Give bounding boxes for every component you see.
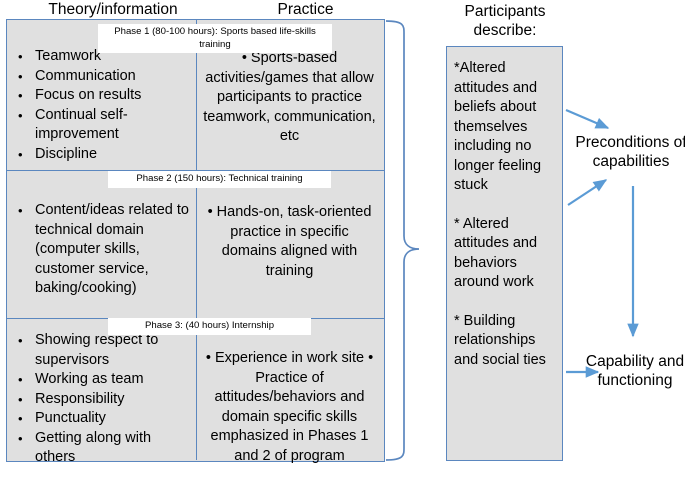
phase-3-practice-cell: • Experience in work site • Practice of … (197, 349, 384, 466)
list-item: Working as team (11, 370, 190, 390)
participant-theme-3: * Building relationships and social ties (454, 312, 546, 368)
phase-row-3: Showing respect to supervisors Working a… (7, 319, 384, 465)
phase-3-practice-text: • Experience in work site • Practice of … (205, 350, 374, 464)
phase-1-practice-cell: • Sports-based activities/games that all… (197, 49, 384, 147)
phase-3-theory-cell: Showing respect to supervisors Working a… (7, 331, 196, 468)
phase-2-theory-cell: Content/ideas related to technical domai… (7, 201, 196, 299)
phase-1-theory-list: Teamwork Communication Focus on results … (11, 47, 190, 164)
phase-2-practice-cell: • Hands-on, task-oriented practice in sp… (197, 203, 384, 281)
phases-matrix: Teamwork Communication Focus on results … (6, 19, 385, 465)
participants-box: *Altered attitudes and beliefs about the… (446, 46, 563, 461)
list-item: Responsibility (11, 390, 190, 410)
column-header-theory: Theory/information (48, 1, 178, 18)
list-item: Discipline (11, 145, 190, 165)
phase-2-caption: Phase 2 (150 hours): Technical training (108, 171, 331, 188)
list-item: Punctuality (11, 409, 190, 429)
phase-1-caption: Phase 1 (80-100 hours): Sports based lif… (98, 24, 332, 53)
phase-1-theory-cell: Teamwork Communication Focus on results … (7, 47, 196, 164)
matrix-to-participants-bracket (385, 20, 420, 461)
list-item: Teamwork (11, 47, 190, 67)
participant-theme-1: *Altered attitudes and beliefs about the… (454, 60, 542, 193)
list-item: Focus on results (11, 86, 190, 106)
list-item: Showing respect to supervisors (11, 331, 190, 370)
row-1-column-divider (196, 20, 197, 170)
phase-3-theory-list: Showing respect to supervisors Working a… (11, 331, 190, 468)
list-item: Content/ideas related to technical domai… (11, 201, 190, 299)
phase-1-practice-text: • Sports-based activities/games that all… (203, 50, 376, 144)
participants-title: Participants describe: (464, 3, 546, 39)
outcome-capability: Capability and functioning (585, 353, 685, 389)
phase-2-theory-list: Content/ideas related to technical domai… (11, 201, 190, 299)
row-2-column-divider (196, 171, 197, 318)
phase-3-caption: Phase 3: (40 hours) Internship (108, 318, 311, 335)
list-item: Communication (11, 67, 190, 87)
phase-row-2: Content/ideas related to technical domai… (7, 171, 384, 319)
arrow-theme1-to-preconditions (565, 108, 610, 130)
list-item: Getting along with others (11, 429, 190, 468)
participant-theme-2: * Altered attitudes and behaviors around… (454, 215, 538, 291)
phase-2-practice-text: • Hands-on, task-oriented practice in sp… (207, 204, 372, 279)
list-item: Continual self-improvement (11, 106, 190, 145)
row-3-column-divider (196, 319, 197, 460)
arrow-theme2-to-preconditions (567, 179, 608, 206)
column-header-practice: Practice (277, 1, 334, 18)
outcome-preconditions: Preconditions of capabilities (575, 134, 685, 170)
